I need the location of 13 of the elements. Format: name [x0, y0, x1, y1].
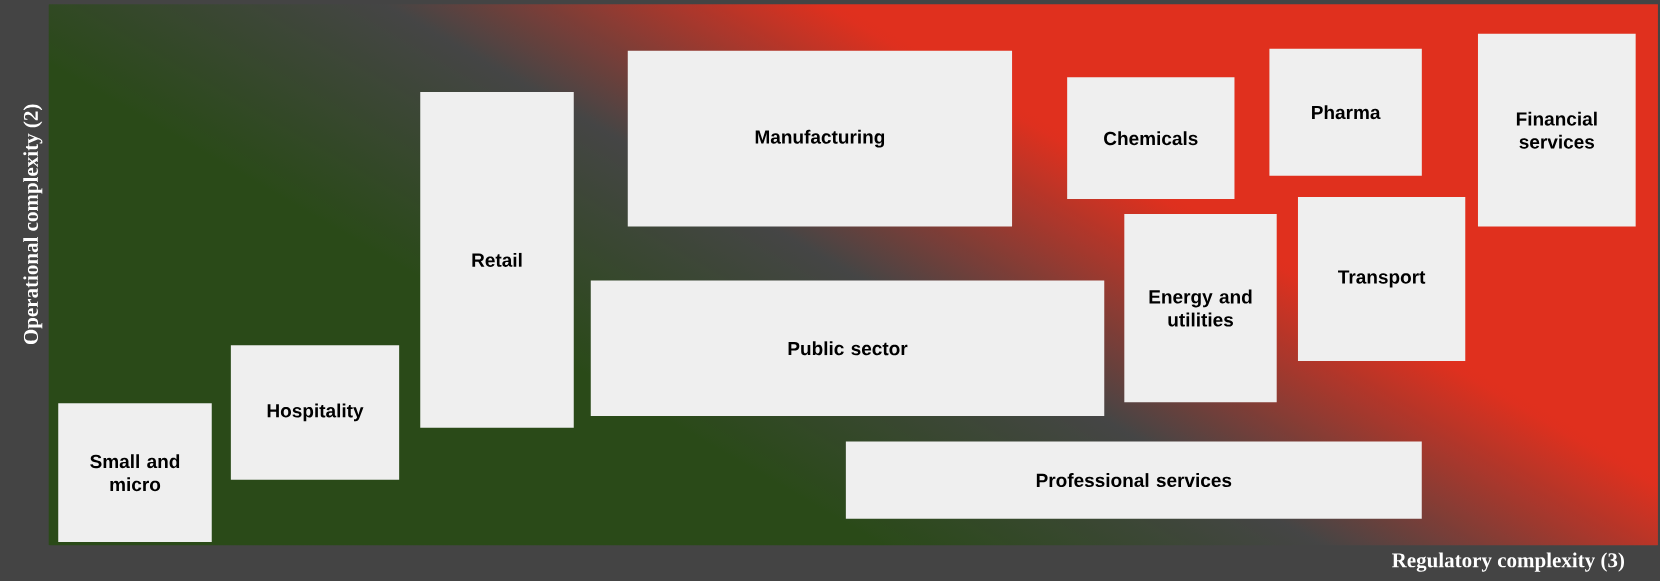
sector-box: Energy and utilities — [1124, 213, 1277, 403]
sector-box: Hospitality — [230, 345, 400, 480]
sector-box: Public sector — [590, 280, 1105, 417]
sector-box: Transport — [1297, 196, 1466, 362]
axis-label: Regulatory complexity (3) — [1392, 552, 1624, 572]
sector-box: Manufacturing — [627, 50, 1013, 227]
sector-box: Pharma — [1269, 48, 1422, 176]
sector-box: Retail — [420, 92, 574, 428]
sector-box: Chemicals — [1067, 77, 1235, 200]
sector-box: Small and micro — [58, 403, 212, 543]
axis-label: Operational complexity (2) — [23, 104, 43, 345]
sector-box: Professional services — [845, 441, 1422, 519]
sector-box: Financial services — [1477, 33, 1636, 227]
